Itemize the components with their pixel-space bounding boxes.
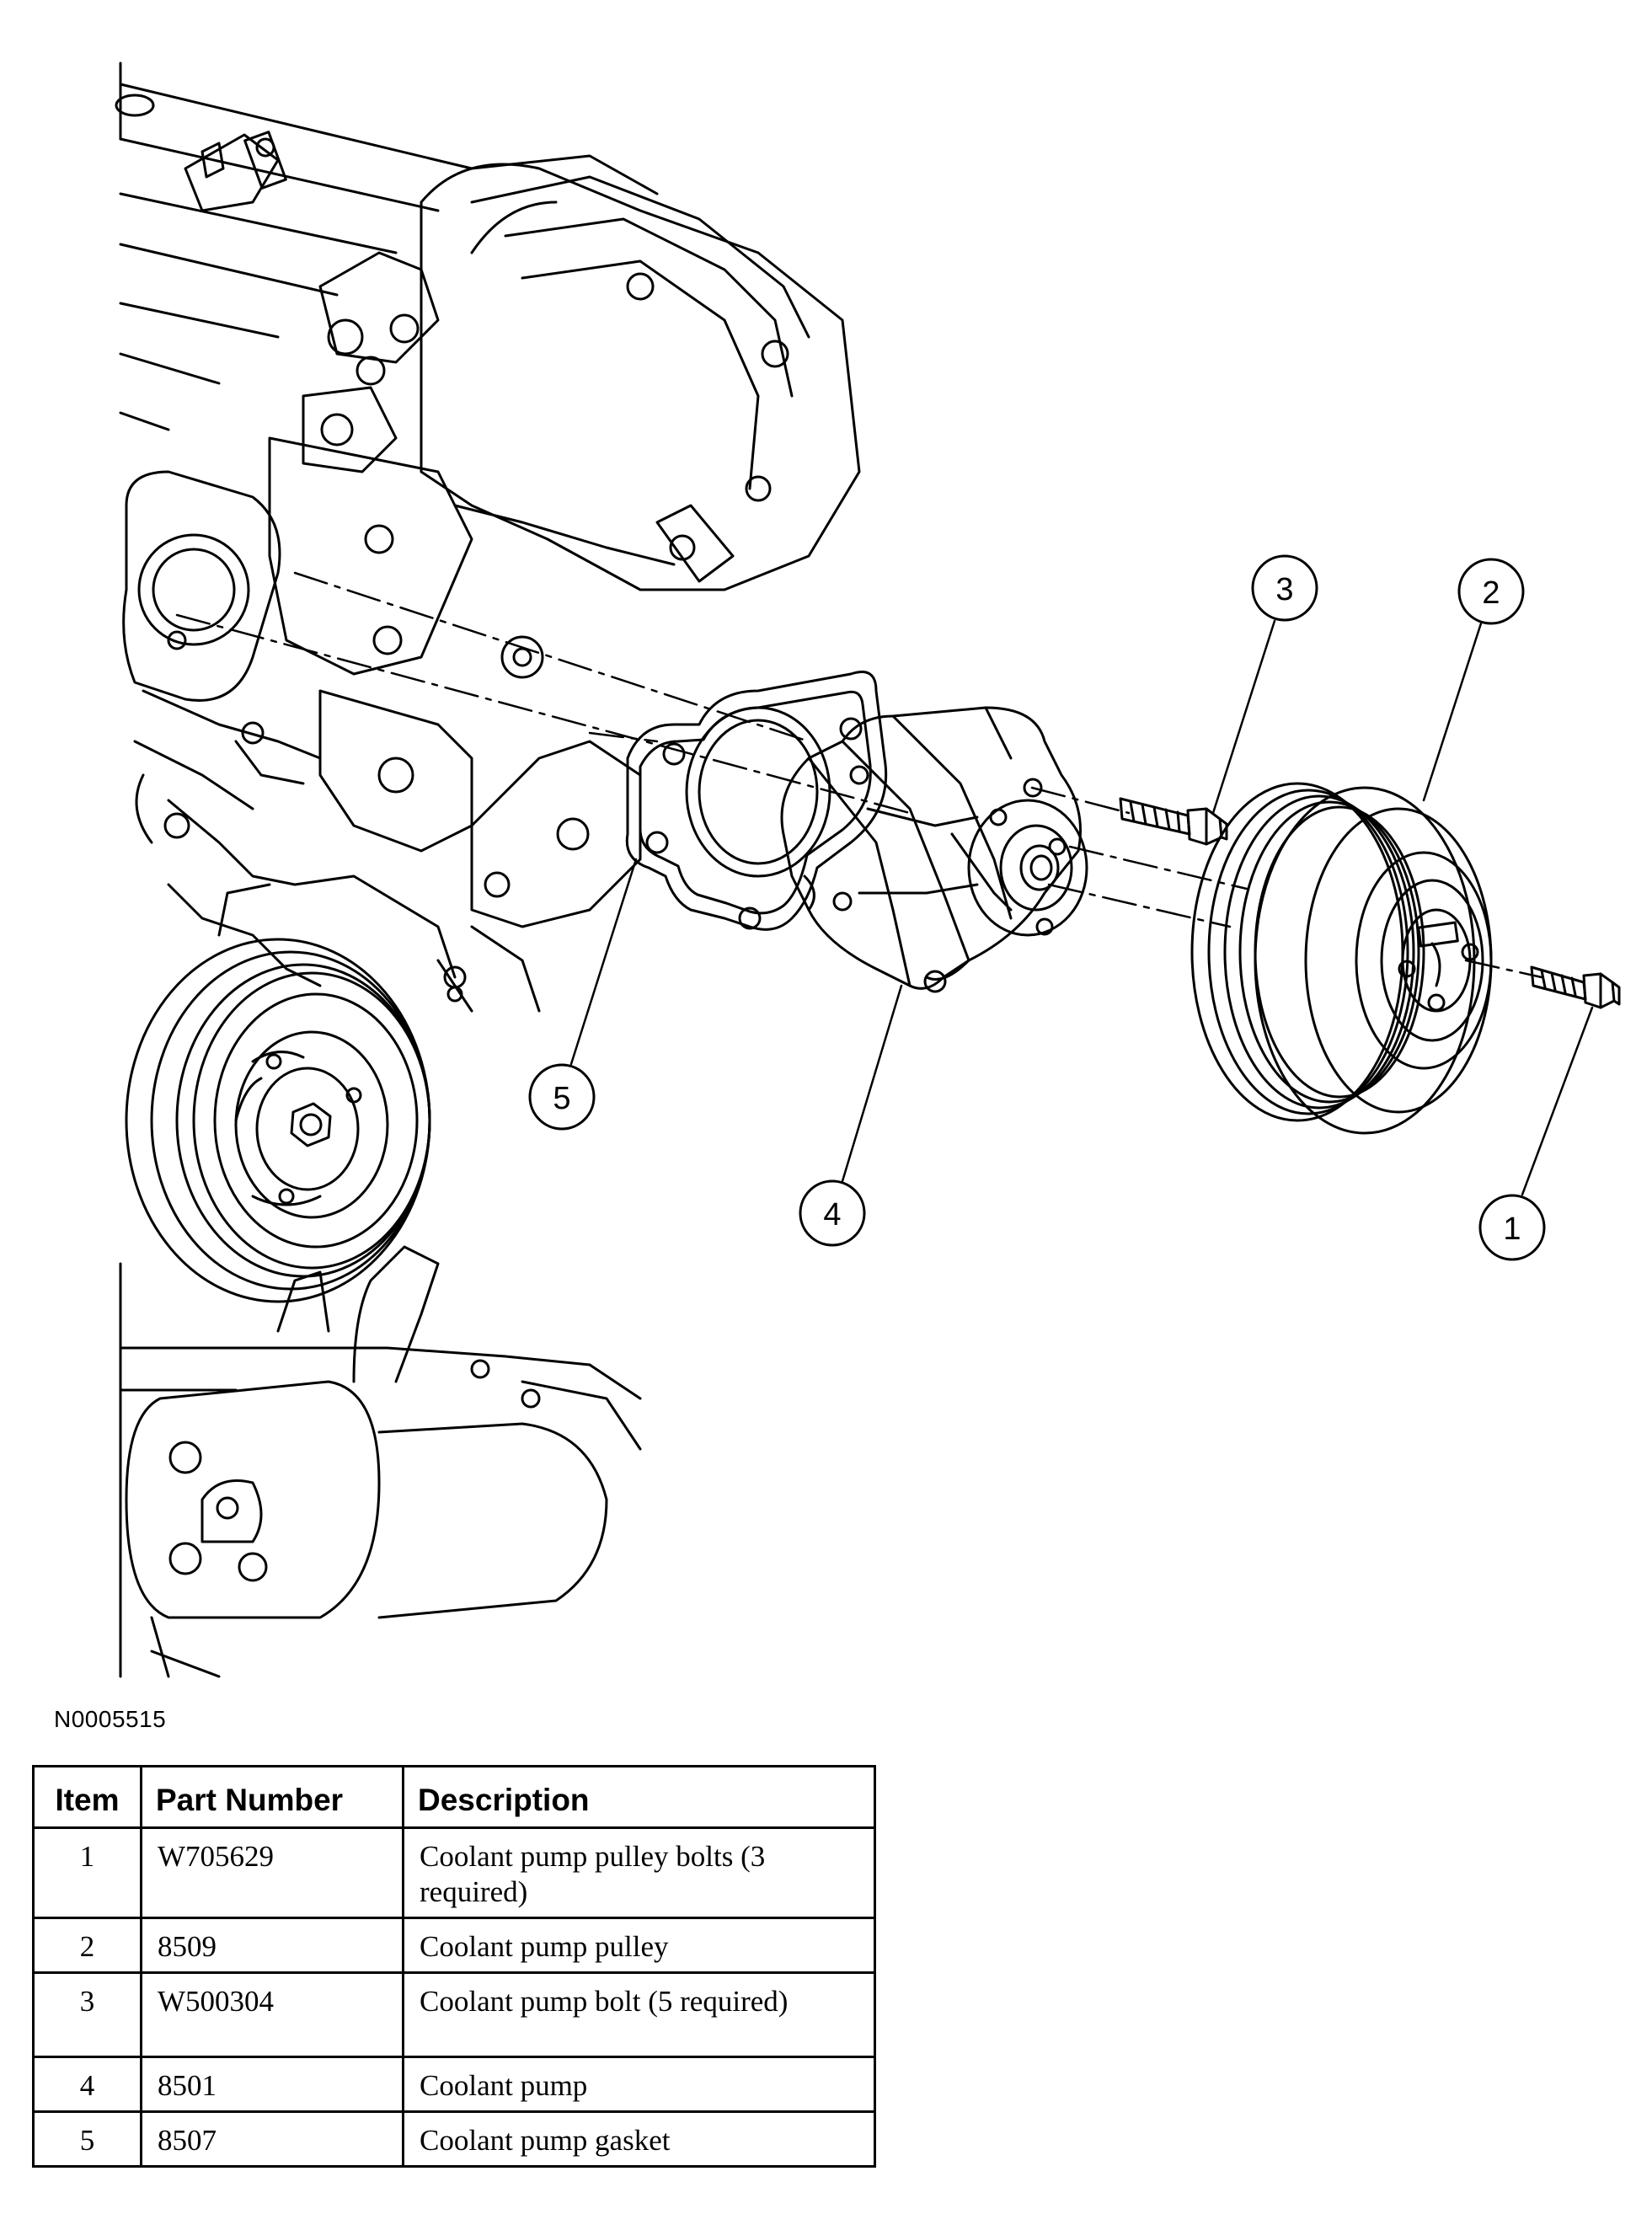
- cell-description: Coolant pump bolt (5 required): [402, 1971, 876, 2058]
- exploded-view-illustration: 3 2 1 4 5: [115, 61, 1621, 1678]
- alignment-lines: [175, 571, 1543, 979]
- coolant-pump-bolt: [1119, 797, 1228, 846]
- table-row: 2 8509 Coolant pump pulley: [32, 1917, 876, 1974]
- header-item: Item: [32, 1765, 142, 1829]
- cell-description: Coolant pump gasket: [402, 2110, 876, 2168]
- callout-1: 1: [1478, 1194, 1546, 1261]
- table-row: 3 W500304 Coolant pump bolt (5 required): [32, 1971, 876, 2058]
- coolant-pump: [780, 706, 1088, 993]
- cell-item: 5: [32, 2110, 142, 2168]
- callout-4: 4: [799, 1179, 866, 1247]
- timing-cover: [268, 163, 861, 1013]
- cell-item: 4: [32, 2056, 142, 2113]
- table-row: 5 8507 Coolant pump gasket: [32, 2110, 876, 2168]
- cell-part-number: W705629: [140, 1826, 404, 1919]
- cell-part-number: 8501: [140, 2056, 404, 2113]
- figure-id-label: N0005515: [54, 1706, 167, 1732]
- header-description: Description: [402, 1765, 876, 1829]
- callout-2: 2: [1457, 558, 1525, 625]
- svg-text:3: 3: [1275, 572, 1293, 607]
- svg-text:2: 2: [1482, 575, 1500, 611]
- coolant-pump-pulley: [1190, 782, 1493, 1135]
- cell-description: Coolant pump pulley: [402, 1917, 876, 1974]
- svg-text:1: 1: [1503, 1211, 1521, 1247]
- svg-text:4: 4: [823, 1197, 841, 1233]
- cell-item: 1: [32, 1826, 142, 1919]
- header-part-number: Part Number: [140, 1765, 404, 1829]
- table-row: 1 W705629 Coolant pump pulley bolts (3 r…: [32, 1826, 876, 1919]
- table-row: 4 8501 Coolant pump: [32, 2056, 876, 2113]
- coolant-pump-gasket: [625, 671, 888, 931]
- cell-item: 2: [32, 1917, 142, 1974]
- coolant-pump-pulley-bolt: [1530, 965, 1621, 1009]
- cell-description: Coolant pump: [402, 2056, 876, 2113]
- callout-3: 3: [1251, 554, 1318, 622]
- callout-5: 5: [528, 1063, 596, 1131]
- lower-housing: [119, 1245, 642, 1678]
- parts-table: Item Part Number Description 1 W705629 C…: [32, 1765, 876, 2168]
- engine-block: [115, 61, 659, 987]
- cell-part-number: 8507: [140, 2110, 404, 2168]
- cell-part-number: 8509: [140, 1917, 404, 1974]
- table-header-row: Item Part Number Description: [32, 1765, 876, 1829]
- cell-part-number: W500304: [140, 1971, 404, 2058]
- crankshaft-pulley: [125, 938, 431, 1303]
- cell-item: 3: [32, 1971, 142, 2058]
- svg-text:5: 5: [553, 1081, 570, 1116]
- leader-lines: [569, 619, 1594, 1196]
- cell-description: Coolant pump pulley bolts (3 required): [402, 1826, 876, 1919]
